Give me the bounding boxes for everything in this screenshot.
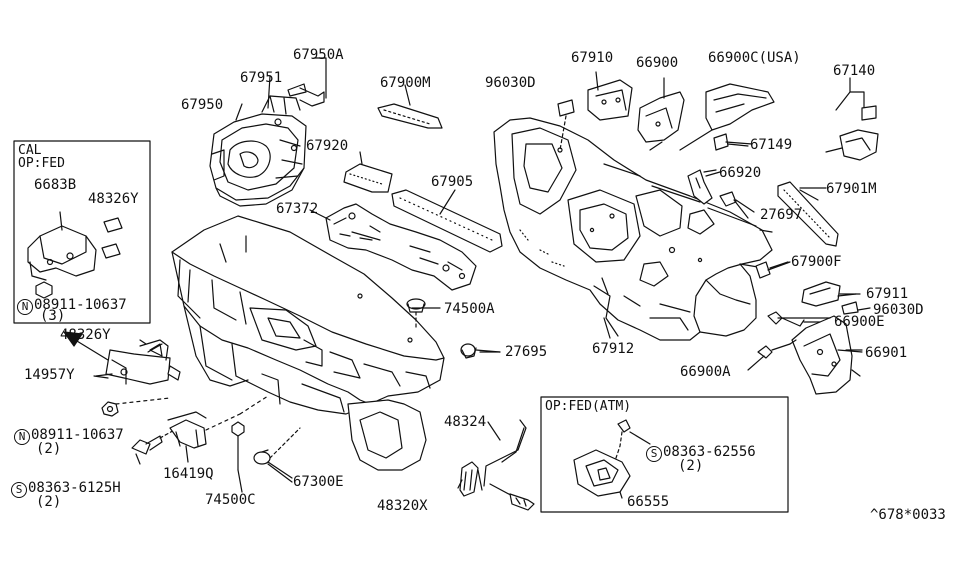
- strip-67901M: [777, 181, 839, 247]
- pad-67920: [343, 163, 393, 193]
- boot-48320X: [459, 461, 479, 497]
- label-74500A: 74500A: [444, 301, 495, 317]
- cal-box-frame: [13, 140, 151, 324]
- plate-67911: [801, 281, 861, 307]
- label-74500C: 74500C: [205, 492, 256, 508]
- blower-assembly-67950: [209, 95, 307, 207]
- bracket-67950A: [287, 57, 327, 107]
- n-symbol: N: [14, 429, 30, 445]
- insulator-67372: [309, 203, 477, 291]
- label-67900F: 67900F: [791, 254, 842, 270]
- clip-67300E: [253, 427, 301, 479]
- fed-box-part-66555: [573, 419, 651, 499]
- label-66920: 66920: [719, 165, 762, 181]
- label-48324: 48324: [444, 414, 487, 430]
- label-67950: 67950: [181, 97, 224, 113]
- label-67900M: 67900M: [380, 75, 431, 91]
- bolt-08363-6125H: [131, 427, 179, 455]
- leader-lines: [93, 75, 863, 493]
- leader-67900M: [404, 84, 411, 106]
- label-67910: 67910: [571, 50, 614, 66]
- leader-67905: [439, 189, 456, 215]
- label-16419Q: 16419Q: [163, 466, 214, 482]
- label-6683B: 6683B: [34, 177, 77, 193]
- cal-box-bracket: [27, 211, 123, 299]
- pad-67900M-texture: [383, 109, 431, 125]
- clip-27697: [719, 191, 755, 213]
- label-66900: 66900: [636, 55, 679, 71]
- label-67905: 67905: [431, 174, 474, 190]
- n-symbol: N: [17, 299, 33, 315]
- duct-66900C: [679, 83, 775, 151]
- label-67149: 67149: [750, 137, 793, 153]
- label-48326Y-box: 48326Y: [88, 191, 139, 207]
- label-67912: 67912: [592, 341, 635, 357]
- clip-96030D-top: [557, 99, 575, 117]
- plug-74500C: [231, 421, 245, 471]
- bracket-14957Y: [95, 339, 181, 385]
- cal-arrow: [63, 331, 109, 361]
- label-67950A: 67950A: [293, 47, 344, 63]
- label-66555: 66555: [627, 494, 670, 510]
- part-67140: [825, 77, 879, 161]
- label-66900A: 66900A: [680, 364, 731, 380]
- clip-16419Q: [167, 395, 269, 449]
- dash-insulator-67912: [493, 117, 773, 341]
- rod-48324: [477, 419, 527, 501]
- leader-67920: [359, 151, 363, 165]
- cal-box-title-1: CAL: [18, 143, 42, 158]
- label-08363-6125H-qty: (2): [36, 494, 62, 510]
- fed-box-frame: [540, 396, 789, 513]
- bracket-66900: [637, 77, 685, 151]
- part-66920: [687, 169, 717, 205]
- plate-67149: [713, 133, 729, 151]
- label-67911: 67911: [866, 286, 909, 302]
- nut-08911-main: [101, 397, 171, 417]
- label-48326Y-main: 48326Y: [60, 327, 111, 343]
- cowl-panel: [171, 215, 445, 471]
- clip-96030D-right: [841, 301, 859, 315]
- label-08911-10637-main-qty: (2): [36, 441, 62, 457]
- label-27697: 27697: [760, 207, 803, 223]
- label-66901: 66901: [865, 345, 908, 361]
- label-27695: 27695: [505, 344, 548, 360]
- bracket-66901: [791, 315, 863, 395]
- bolt-66900A: [757, 339, 797, 359]
- label-67300E: 67300E: [293, 474, 344, 490]
- label-67140: 67140: [833, 63, 876, 79]
- bolt-48324: [509, 493, 535, 511]
- label-96030D-right: 96030D: [873, 302, 924, 318]
- grommet-74500A: [406, 298, 426, 331]
- fed-box-title: OP:FED(ATM): [545, 399, 632, 414]
- grommet-27695: [460, 343, 501, 359]
- label-48320X: 48320X: [377, 498, 428, 514]
- pad-67900M: [377, 103, 443, 129]
- pad-67905: [391, 189, 503, 253]
- clip-67900F: [755, 261, 771, 279]
- s-symbol: S: [11, 482, 27, 498]
- label-cal-box-qty: (3): [40, 308, 66, 324]
- label-fed-box-qty: (2): [678, 458, 704, 474]
- label-67920: 67920: [306, 138, 349, 154]
- footer-code: ^678*0033: [870, 507, 946, 523]
- s-symbol: S: [646, 446, 662, 462]
- label-67901M: 67901M: [826, 181, 877, 197]
- label-14957Y: 14957Y: [24, 367, 75, 383]
- label-66900C: 66900C(USA): [708, 50, 801, 66]
- bolt-66900E: [767, 311, 821, 327]
- label-67951: 67951: [240, 70, 283, 86]
- label-66900E: 66900E: [834, 314, 885, 330]
- label-67372: 67372: [276, 201, 319, 217]
- bracket-67910: [587, 71, 633, 121]
- label-96030D-top: 96030D: [485, 75, 536, 91]
- cal-box-title-2: OP:FED: [18, 156, 65, 171]
